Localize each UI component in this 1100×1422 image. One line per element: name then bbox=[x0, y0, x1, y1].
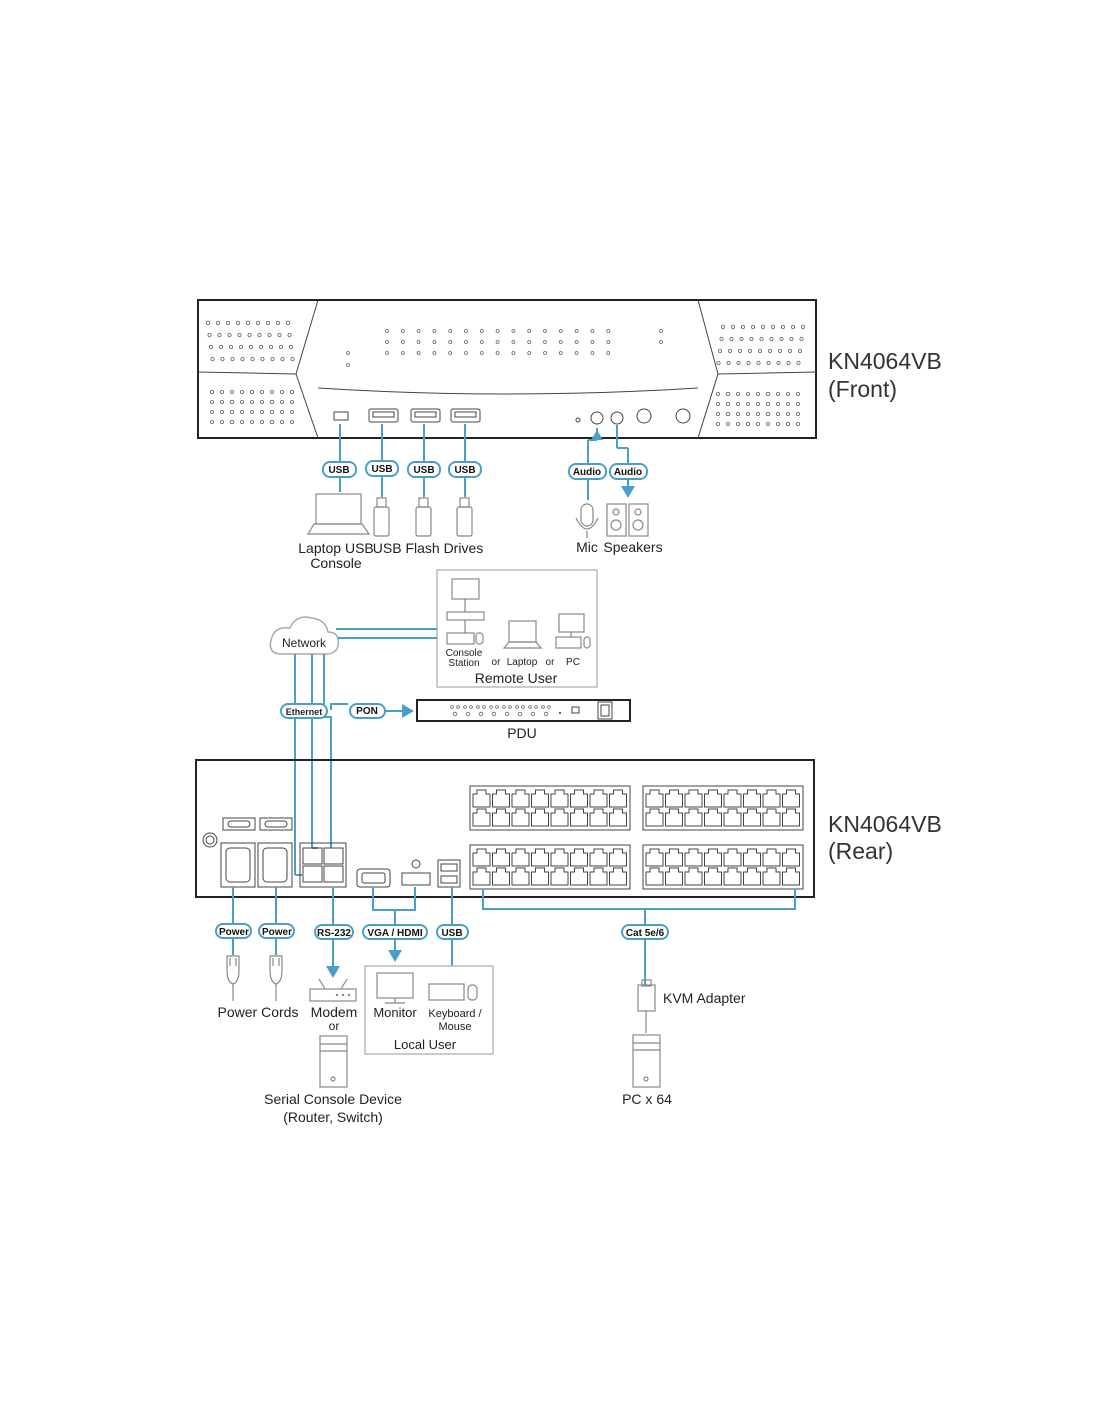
speaker-icon bbox=[606, 503, 649, 537]
lan-ports bbox=[299, 842, 347, 888]
mouse-icon bbox=[467, 984, 478, 1001]
pdu-device bbox=[416, 699, 631, 722]
network-label: Network bbox=[282, 636, 327, 650]
modem-or-label: or bbox=[329, 1019, 340, 1033]
front-button-1 bbox=[636, 408, 652, 424]
pc-tower-icon bbox=[632, 1034, 661, 1088]
laptop-icon bbox=[508, 620, 537, 643]
flash-drives-label: USB Flash Drives bbox=[373, 540, 483, 556]
ethernet-label: Ethernet bbox=[286, 707, 323, 717]
modem-label: Modem bbox=[311, 1004, 358, 1020]
usb-port-3 bbox=[450, 408, 481, 423]
mic-icon bbox=[575, 503, 599, 538]
keyboard-label-line2: Mouse bbox=[438, 1021, 471, 1033]
usb-port-2 bbox=[410, 408, 441, 423]
keyboard-icon bbox=[555, 636, 582, 649]
pc-x64-label: PC x 64 bbox=[622, 1091, 672, 1107]
cloud-icon: Network bbox=[269, 616, 340, 655]
power-cords-label: Power Cords bbox=[218, 1004, 299, 1020]
pdu-label: PDU bbox=[507, 725, 537, 741]
usb-flash-drive-icon bbox=[373, 497, 473, 537]
power-plug-icon bbox=[226, 955, 283, 1001]
console-station-label-line2: Station bbox=[448, 658, 479, 669]
rear-usb-label: USB bbox=[441, 928, 462, 939]
rear-model-title: KN4064VB bbox=[828, 811, 942, 837]
laptop-console-label-line2: Console bbox=[310, 555, 362, 571]
local-user-label: Local User bbox=[394, 1037, 457, 1052]
power-label-1: Power bbox=[219, 927, 249, 938]
monitor-icon bbox=[558, 613, 585, 633]
monitor-icon bbox=[376, 972, 414, 999]
front-cables bbox=[339, 424, 635, 500]
speakers-label: Speakers bbox=[603, 539, 662, 555]
ground-screw bbox=[202, 832, 218, 848]
audio-in-label: Audio bbox=[573, 467, 601, 478]
rear-cable-pills: Power Power RS-232 VGA / HDMI USB Cat 5e… bbox=[215, 923, 669, 940]
monitor-label: Monitor bbox=[373, 1005, 417, 1020]
remote-user-group: Console Station or Laptop or PC Remote U… bbox=[436, 569, 598, 688]
usb-label-2: USB bbox=[371, 464, 392, 475]
front-panel bbox=[197, 299, 817, 439]
kvm-port-bank-3 bbox=[469, 844, 631, 890]
usb-label-3: USB bbox=[413, 465, 434, 476]
mini-usb-port bbox=[333, 411, 349, 421]
laptop-console-label-line1: Laptop USB bbox=[298, 540, 374, 556]
remote-user-label: Remote User bbox=[475, 670, 558, 686]
usb-label-1: USB bbox=[328, 465, 349, 476]
network-cables bbox=[294, 654, 414, 876]
rear-cables bbox=[232, 887, 796, 985]
kvm-adapter-label: KVM Adapter bbox=[663, 990, 746, 1006]
hdmi-port bbox=[401, 872, 431, 886]
laptop-icon bbox=[306, 493, 371, 535]
rear-side-title: (Rear) bbox=[828, 838, 893, 864]
mouse-icon bbox=[583, 636, 591, 649]
pc-label: PC bbox=[566, 657, 580, 668]
front-cable-pills: USB USB USB USB Audio Audio bbox=[322, 460, 648, 480]
mic-jack bbox=[590, 411, 604, 425]
audio-out-label: Audio bbox=[614, 467, 642, 478]
kvm-port-bank-4 bbox=[642, 844, 804, 890]
speaker-jack bbox=[610, 411, 624, 425]
rear-panel bbox=[195, 759, 815, 898]
front-button-2 bbox=[675, 408, 691, 424]
keyboard-icon bbox=[428, 983, 465, 1001]
front-model-title: KN4064VB bbox=[828, 348, 942, 374]
rs232-label: RS-232 bbox=[317, 928, 351, 939]
or-label-2: or bbox=[546, 657, 556, 668]
serial-device-label-line2: (Router, Switch) bbox=[283, 1109, 383, 1125]
front-side-title: (Front) bbox=[828, 376, 897, 402]
keyboard-icon bbox=[446, 632, 475, 645]
kvm-adapter-icon bbox=[637, 979, 656, 1033]
power-socket-1 bbox=[220, 842, 256, 888]
vga-hdmi-label: VGA / HDMI bbox=[367, 928, 422, 939]
or-label-1: or bbox=[492, 657, 502, 668]
mic-label: Mic bbox=[576, 539, 598, 555]
front-vent-dots bbox=[205, 320, 806, 426]
console-station-label-line1: Console bbox=[446, 648, 483, 659]
cat-cable-label: Cat 5e/6 bbox=[626, 928, 665, 939]
mouse-icon bbox=[475, 632, 484, 645]
power-label-2: Power bbox=[262, 927, 292, 938]
console-monitor-icon bbox=[451, 578, 480, 600]
modem-icon bbox=[309, 978, 357, 1002]
pc-tower-icon bbox=[319, 1035, 348, 1088]
local-user-group: Monitor Keyboard / Mouse Local User bbox=[364, 965, 494, 1055]
usb-label-4: USB bbox=[454, 465, 475, 476]
kvm-port-bank-2 bbox=[642, 785, 804, 831]
serial-device-label-line1: Serial Console Device bbox=[264, 1091, 402, 1107]
laptop-label: Laptop bbox=[507, 657, 538, 668]
rear-usb-ports bbox=[437, 859, 461, 888]
pon-label: PON bbox=[356, 706, 378, 717]
keyboard-label-line1: Keyboard / bbox=[428, 1008, 482, 1020]
kvm-port-bank-1 bbox=[469, 785, 631, 831]
usb-port-1 bbox=[368, 408, 399, 423]
